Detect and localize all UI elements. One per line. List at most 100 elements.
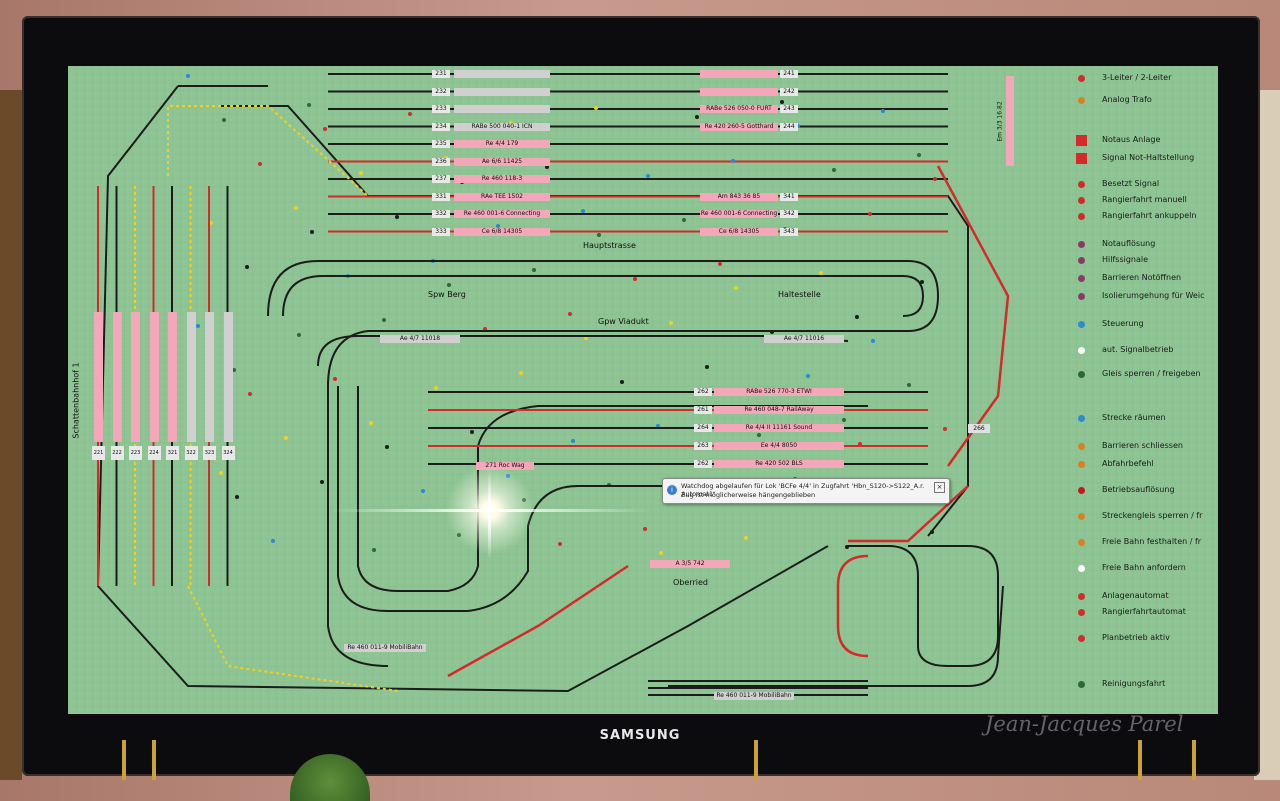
- signal-dot[interactable]: [447, 283, 451, 287]
- legend-dot-icon[interactable]: [1078, 609, 1085, 616]
- legend-item[interactable]: Signal Not-Haltstellung: [1052, 152, 1218, 166]
- legend-item[interactable]: Notauflösung: [1052, 238, 1218, 252]
- legend-dot-icon[interactable]: [1078, 635, 1085, 642]
- legend-item[interactable]: Abfahrbefehl: [1052, 458, 1218, 472]
- legend-item[interactable]: Isolierumgehung für Weic: [1052, 290, 1218, 304]
- legend-dot-icon[interactable]: [1078, 371, 1085, 378]
- signal-dot[interactable]: [385, 445, 389, 449]
- legend-item[interactable]: Planbetrieb aktiv: [1052, 632, 1218, 646]
- signal-dot[interactable]: [297, 333, 301, 337]
- signal-dot[interactable]: [571, 439, 575, 443]
- legend-item[interactable]: Freie Bahn anfordern: [1052, 562, 1218, 576]
- legend-item[interactable]: Gleis sperren / freigeben: [1052, 368, 1218, 382]
- signal-dot[interactable]: [757, 433, 761, 437]
- legend-item[interactable]: Streckengleis sperren / fr: [1052, 510, 1218, 524]
- legend-dot-icon[interactable]: [1078, 487, 1085, 494]
- signal-dot[interactable]: [943, 427, 947, 431]
- legend-dot-icon[interactable]: [1078, 257, 1085, 264]
- legend-item[interactable]: Hilfssignale: [1052, 254, 1218, 268]
- signal-dot[interactable]: [933, 177, 937, 181]
- signal-dot[interactable]: [731, 159, 735, 163]
- legend-item[interactable]: Rangierfahrt manuell: [1052, 194, 1218, 208]
- signal-dot[interactable]: [832, 168, 836, 172]
- legend-dot-icon[interactable]: [1078, 181, 1085, 188]
- legend-item[interactable]: Freie Bahn festhalten / fr: [1052, 536, 1218, 550]
- signal-dot[interactable]: [633, 277, 637, 281]
- signal-dot[interactable]: [780, 100, 784, 104]
- signal-dot[interactable]: [382, 318, 386, 322]
- signal-dot[interactable]: [558, 542, 562, 546]
- signal-dot[interactable]: [868, 212, 872, 216]
- signal-dot[interactable]: [568, 312, 572, 316]
- signal-dot[interactable]: [372, 548, 376, 552]
- signal-dot[interactable]: [718, 262, 722, 266]
- signal-dot[interactable]: [744, 536, 748, 540]
- signal-dot[interactable]: [920, 280, 924, 284]
- signal-dot[interactable]: [310, 230, 314, 234]
- signal-dot[interactable]: [196, 324, 200, 328]
- signal-dot[interactable]: [248, 392, 252, 396]
- signal-dot[interactable]: [434, 386, 438, 390]
- signal-dot[interactable]: [271, 539, 275, 543]
- signal-dot[interactable]: [235, 495, 239, 499]
- signal-dot[interactable]: [532, 268, 536, 272]
- legend-item[interactable]: aut. Signalbetrieb: [1052, 344, 1218, 358]
- legend-dot-icon[interactable]: [1078, 539, 1085, 546]
- signal-dot[interactable]: [320, 480, 324, 484]
- legend-item[interactable]: Anlagenautomat: [1052, 590, 1218, 604]
- signal-dot[interactable]: [842, 418, 846, 422]
- signal-dot[interactable]: [930, 530, 934, 534]
- signal-dot[interactable]: [408, 112, 412, 116]
- legend-item[interactable]: Besetzt Signal: [1052, 178, 1218, 192]
- signal-dot[interactable]: [294, 206, 298, 210]
- legend-dot-icon[interactable]: [1078, 197, 1085, 204]
- signal-dot[interactable]: [855, 315, 859, 319]
- signal-dot[interactable]: [705, 365, 709, 369]
- signal-dot[interactable]: [369, 421, 373, 425]
- legend-dot-icon[interactable]: [1078, 275, 1085, 282]
- signal-dot[interactable]: [395, 215, 399, 219]
- signal-dot[interactable]: [806, 374, 810, 378]
- legend-dot-icon[interactable]: [1078, 593, 1085, 600]
- signal-dot[interactable]: [258, 162, 262, 166]
- legend-item[interactable]: Steuerung: [1052, 318, 1218, 332]
- legend-dot-icon[interactable]: [1078, 97, 1085, 104]
- legend-dot-icon[interactable]: [1078, 321, 1085, 328]
- signal-dot[interactable]: [659, 551, 663, 555]
- signal-dot[interactable]: [232, 368, 236, 372]
- legend-item[interactable]: Reinigungsfahrt: [1052, 678, 1218, 692]
- signal-dot[interactable]: [734, 286, 738, 290]
- signal-dot[interactable]: [917, 153, 921, 157]
- legend-item[interactable]: Barrieren schliessen: [1052, 440, 1218, 454]
- legend-dot-icon[interactable]: [1078, 293, 1085, 300]
- signal-dot[interactable]: [222, 118, 226, 122]
- legend-item[interactable]: Barrieren Notöffnen: [1052, 272, 1218, 286]
- signal-dot[interactable]: [545, 165, 549, 169]
- signal-dot[interactable]: [470, 430, 474, 434]
- signal-dot[interactable]: [669, 321, 673, 325]
- close-icon[interactable]: ×: [934, 482, 945, 493]
- signal-dot[interactable]: [594, 106, 598, 110]
- legend-dot-icon[interactable]: [1078, 347, 1085, 354]
- legend-dot-icon[interactable]: [1078, 513, 1085, 520]
- legend-item[interactable]: Betriebsauflösung: [1052, 484, 1218, 498]
- legend-dot-icon[interactable]: [1078, 681, 1085, 688]
- watchdog-notification[interactable]: i Watchdog abgelaufen für Lok 'BCFe 4/4'…: [662, 478, 950, 504]
- signal-dot[interactable]: [646, 174, 650, 178]
- stop-button-icon[interactable]: [1076, 135, 1087, 146]
- signal-dot[interactable]: [597, 233, 601, 237]
- signal-dot[interactable]: [871, 339, 875, 343]
- legend-dot-icon[interactable]: [1078, 415, 1085, 422]
- legend-dot-icon[interactable]: [1078, 75, 1085, 82]
- signal-dot[interactable]: [245, 265, 249, 269]
- signal-dot[interactable]: [421, 489, 425, 493]
- signal-dot[interactable]: [643, 527, 647, 531]
- signal-dot[interactable]: [219, 471, 223, 475]
- legend-dot-icon[interactable]: [1078, 241, 1085, 248]
- legend-item[interactable]: Rangierfahrt ankuppeln: [1052, 210, 1218, 224]
- signal-dot[interactable]: [581, 209, 585, 213]
- legend-dot-icon[interactable]: [1078, 213, 1085, 220]
- signal-dot[interactable]: [519, 371, 523, 375]
- legend-item[interactable]: 3-Leiter / 2-Leiter: [1052, 72, 1218, 86]
- signal-dot[interactable]: [881, 109, 885, 113]
